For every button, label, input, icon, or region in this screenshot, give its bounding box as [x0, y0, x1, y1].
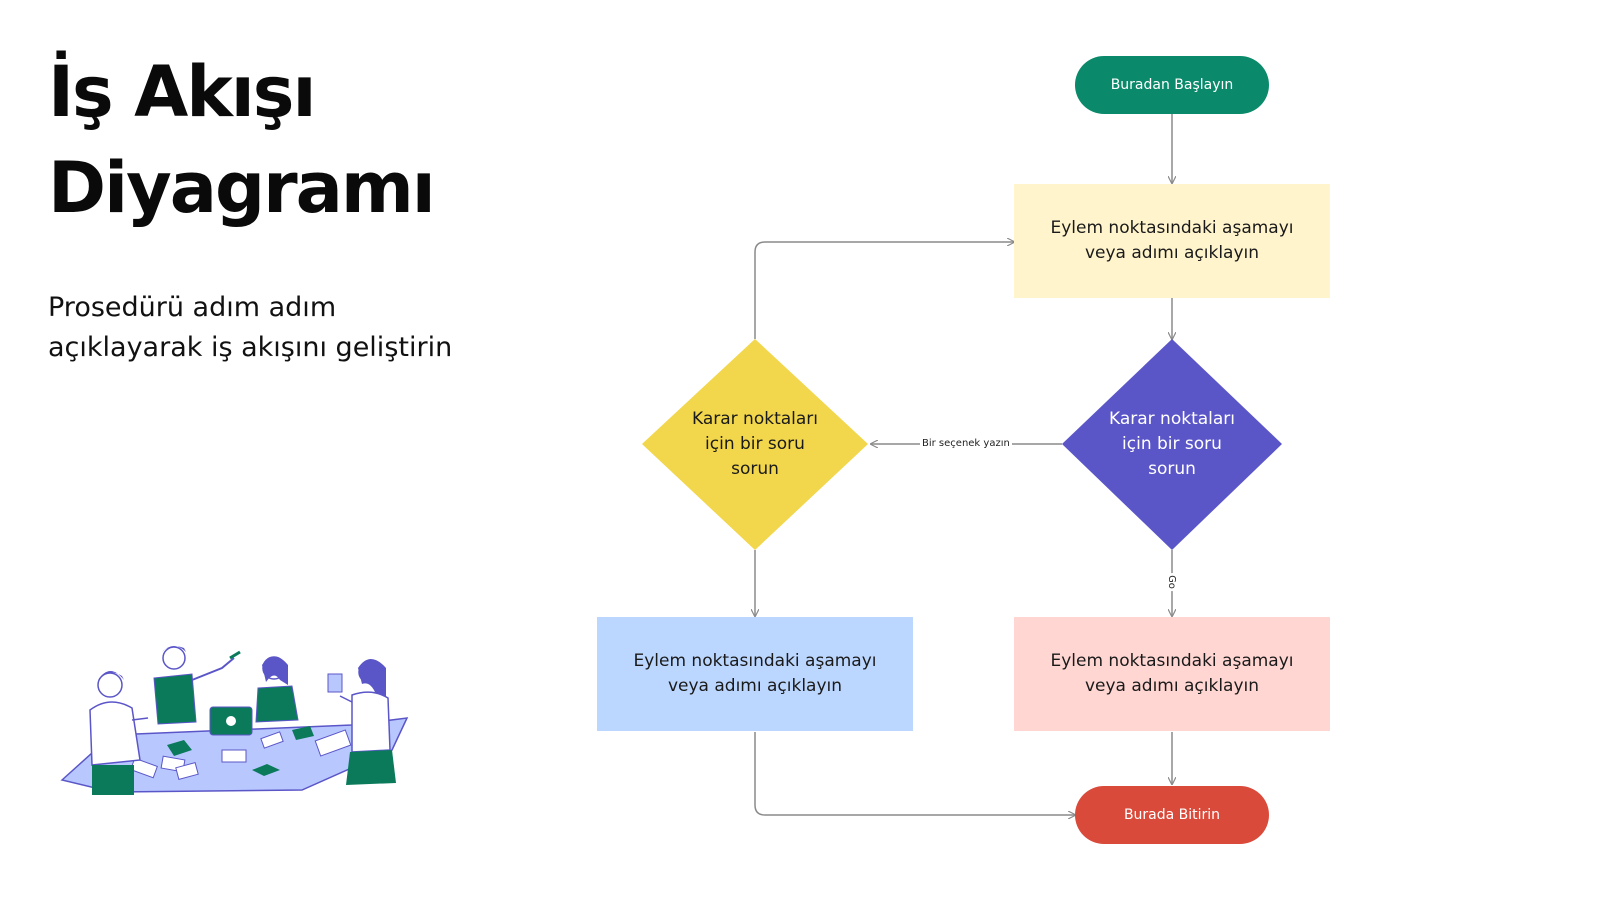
- page-title-line-1: İş Akışı: [48, 51, 316, 133]
- edge-label-option: Bir seçenek yazın: [920, 438, 1012, 450]
- end-terminal[interactable]: Burada Bitirin: [1075, 786, 1269, 844]
- page-subtitle-line-1: Prosedürü adım adım: [48, 292, 337, 323]
- team-meeting-icon: [60, 646, 409, 795]
- page-title-line-2: Diyagramı: [48, 147, 436, 229]
- decision-left-diamond: [642, 339, 868, 550]
- edge-decision-left-to-step: [754, 242, 1014, 339]
- team-meeting-illustration: [52, 640, 422, 820]
- decision-right-label: Karar noktaları için bir soru sorun: [1108, 409, 1236, 479]
- edge-step-left-to-end: [754, 732, 1075, 815]
- decision-left-label: Karar noktaları için bir soru sorun: [691, 409, 819, 479]
- end-terminal-label: Burada Bitirin: [1123, 807, 1221, 823]
- process-step-bottom-left-label: Eylem noktasındaki aşamayı veya adımı aç…: [633, 651, 877, 696]
- page-subtitle: Prosedürü adım adım açıklayarak iş akışı…: [48, 288, 518, 368]
- start-terminal-label: Buradan Başlayın: [1110, 77, 1234, 93]
- edge-label-go: Go: [1164, 573, 1177, 591]
- page-subtitle-line-2: açıklayarak iş akışını geliştirin: [48, 332, 453, 363]
- decision-right-diamond: [1062, 339, 1282, 550]
- process-step-top[interactable]: Eylem noktasındaki aşamayı veya adımı aç…: [1014, 184, 1330, 298]
- start-terminal[interactable]: Buradan Başlayın: [1075, 56, 1269, 114]
- process-step-top-label: Eylem noktasındaki aşamayı veya adımı aç…: [1050, 218, 1294, 263]
- process-step-bottom-left[interactable]: Eylem noktasındaki aşamayı veya adımı aç…: [597, 617, 913, 731]
- page-title: İş Akışı Diyagramı: [48, 44, 508, 236]
- process-step-bottom-right-label: Eylem noktasındaki aşamayı veya adımı aç…: [1050, 651, 1294, 696]
- process-step-bottom-right[interactable]: Eylem noktasındaki aşamayı veya adımı aç…: [1014, 617, 1330, 731]
